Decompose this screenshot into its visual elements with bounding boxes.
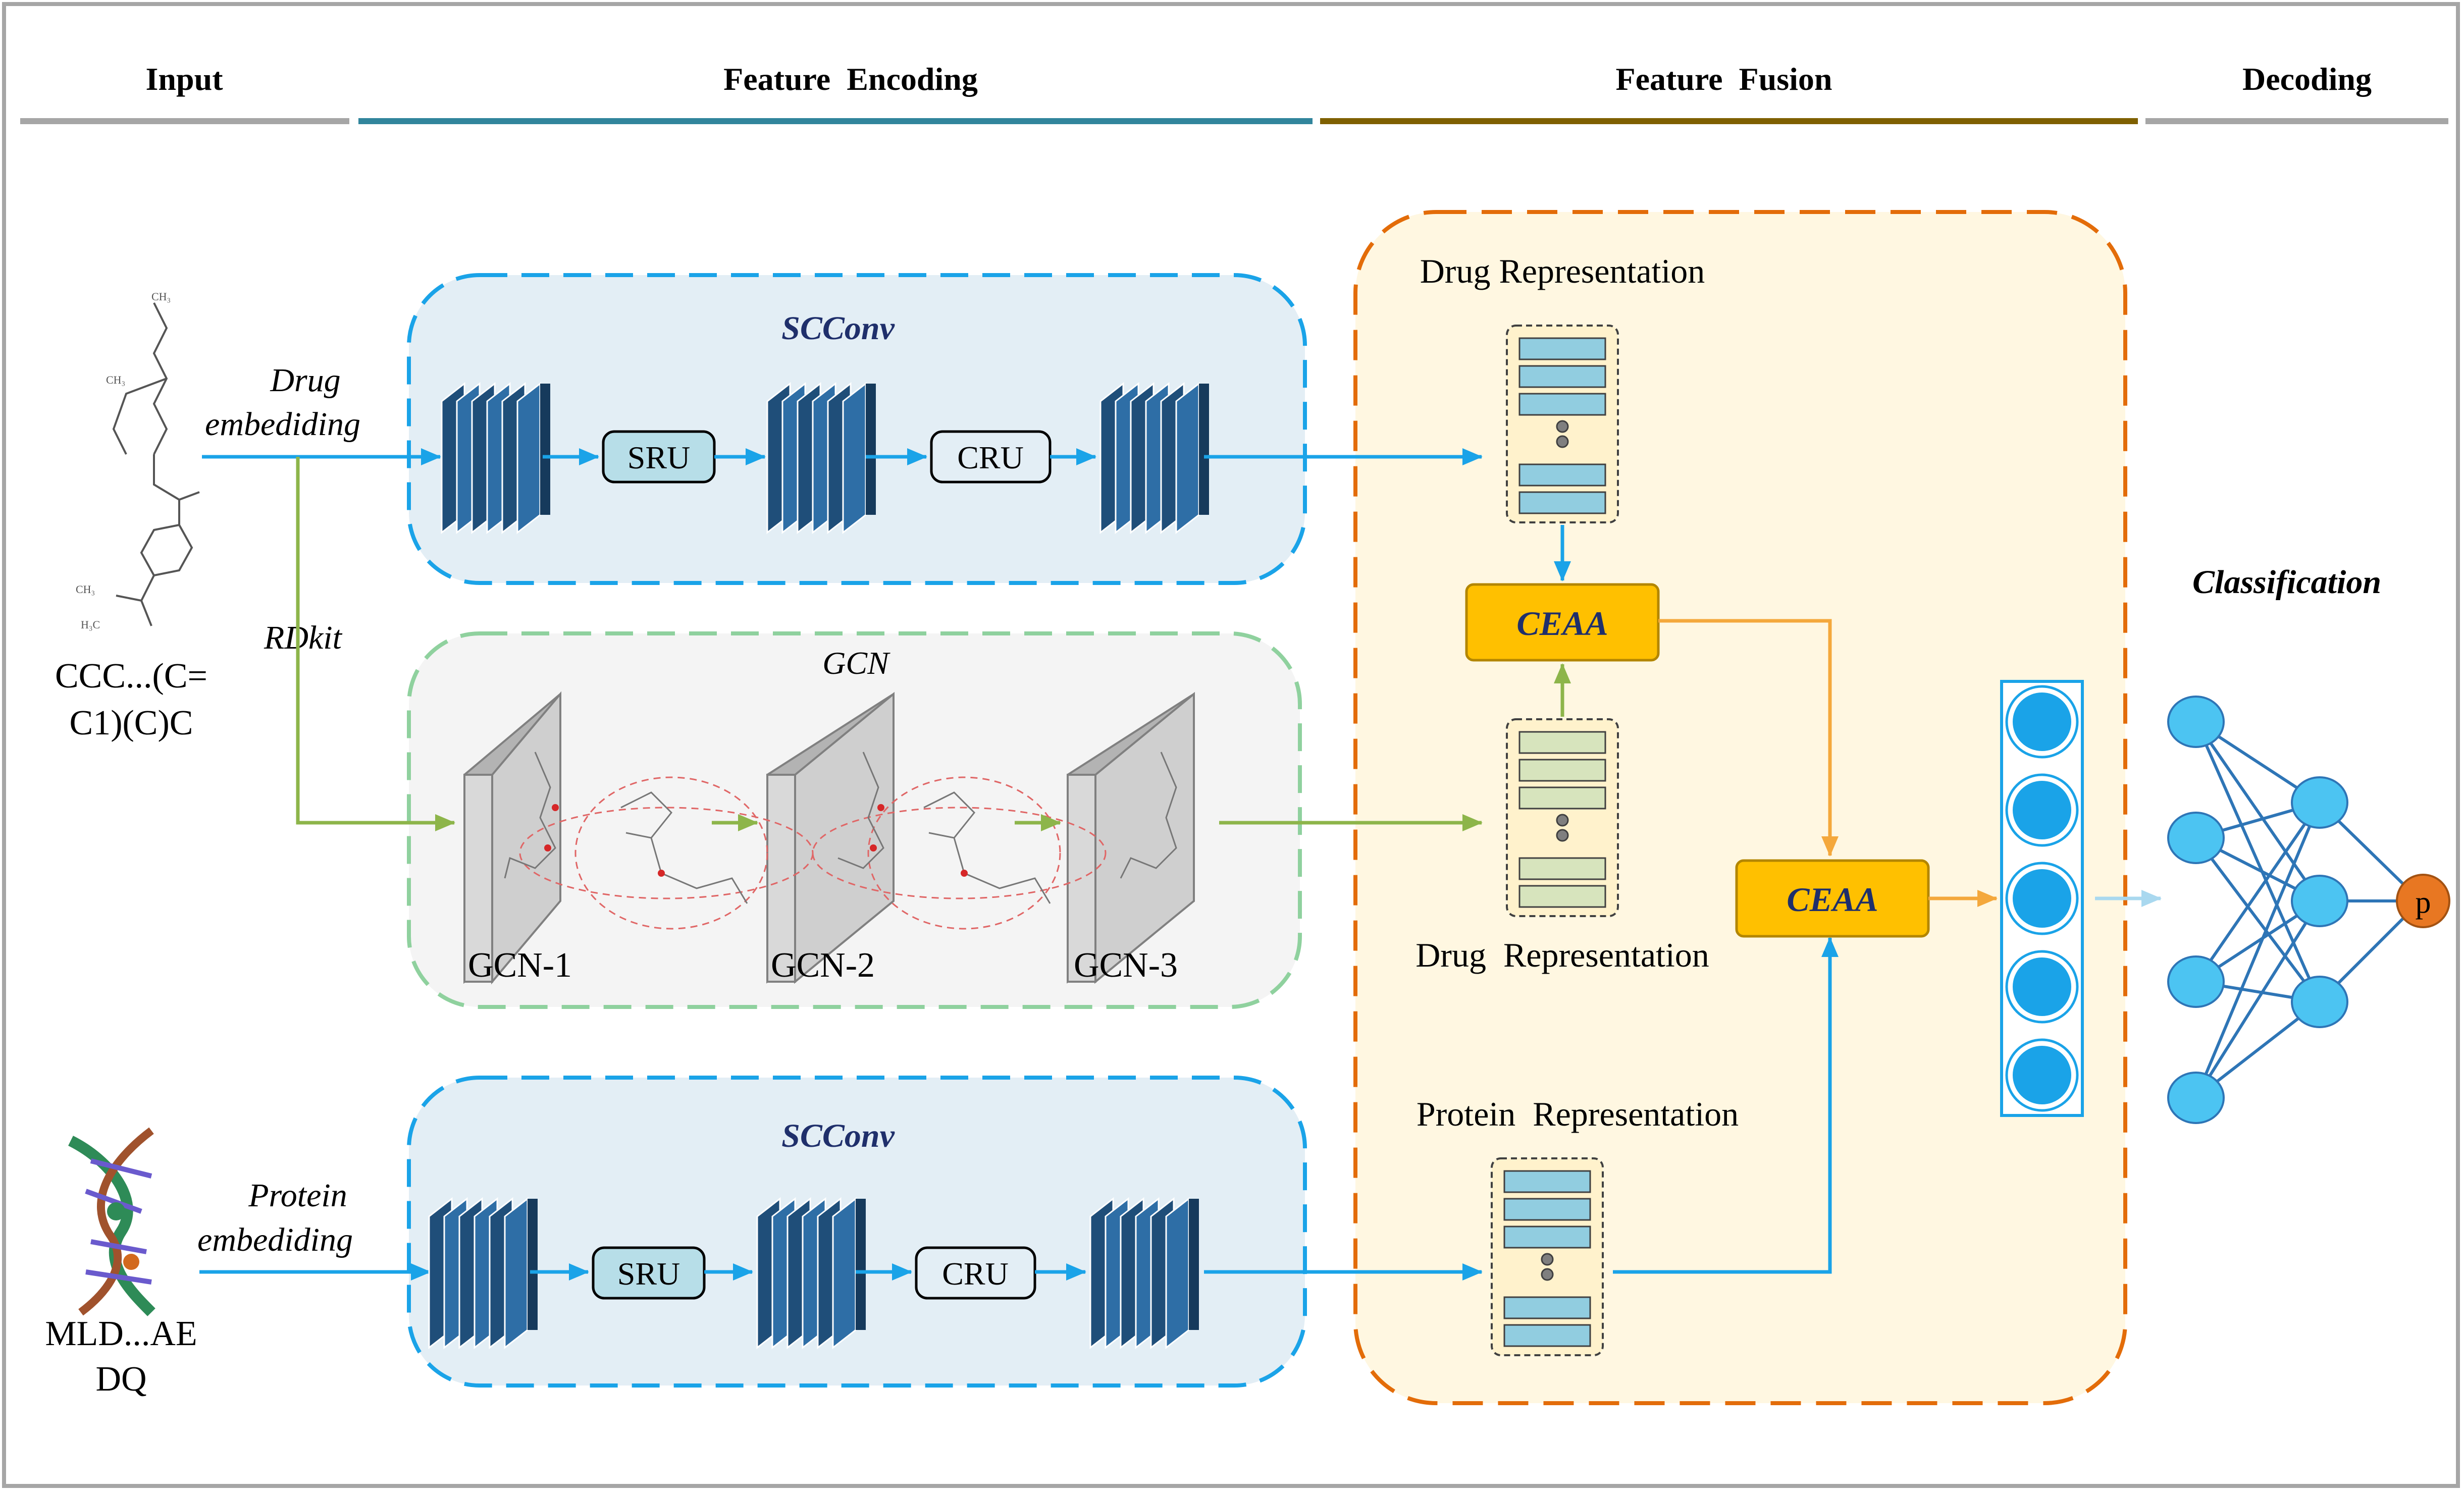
feature-map-slab: [842, 382, 867, 535]
vector-element: [1503, 1198, 1591, 1221]
sequence-line-1: MLD...AE: [45, 1314, 197, 1353]
output-label: p: [2416, 885, 2431, 920]
cru-label-bottom: CRU: [942, 1256, 1009, 1292]
protein-representation-vector: [1491, 1157, 1604, 1356]
protein-embedding-label-1: Protein: [248, 1177, 347, 1214]
classifier-input-nodes: [2167, 696, 2225, 1124]
arrow-protein-to-ceaa: [1613, 937, 1839, 1274]
feature-map-slab: [516, 382, 541, 535]
output-node: [2396, 874, 2450, 928]
vector-ellipsis-dot: [1556, 814, 1569, 827]
feature-map-stack-1: [441, 382, 550, 535]
header-feature-encoding: Feature Encoding: [723, 61, 978, 97]
fused-vector-nodes: [2005, 685, 2079, 1112]
scconv-protein-title: SCConv: [781, 1117, 895, 1154]
feature-map-edge: [1199, 384, 1209, 515]
header-feature-fusion: Feature Fusion: [1615, 61, 1832, 97]
rdkit-label: RDkit: [264, 619, 343, 656]
feature-map-edge: [866, 384, 876, 515]
svg-text:CH₃: CH₃: [76, 583, 95, 596]
cru-label-top: CRU: [957, 440, 1024, 475]
drug-molecule-image: CH₃ CH₃ CH₃ H₃C: [76, 290, 200, 631]
header-decoding: Decoding: [2242, 61, 2372, 97]
scconv-drug-title: SCConv: [781, 310, 895, 347]
protein-representation-label: Protein Representation: [1417, 1095, 1739, 1133]
svg-text:CH₃: CH₃: [151, 290, 171, 303]
vector-element: [1518, 857, 1606, 880]
feature-map-stack-2: [766, 382, 876, 535]
feature-map-edge: [528, 1199, 538, 1330]
vector-element: [1503, 1225, 1591, 1249]
drug-representation-bottom-label: Drug Representation: [1416, 936, 1709, 974]
protein-structure-image: [68, 1127, 155, 1316]
vector-element: [1518, 786, 1606, 810]
gcn-layer-2-label: GCN-2: [771, 946, 875, 985]
gcn-layer-3: [1067, 691, 1195, 984]
gcn-molecule-sketches: [504, 752, 1177, 904]
feature-map-edge: [856, 1199, 866, 1330]
vector-ellipsis-dot: [1541, 1253, 1554, 1266]
feature-map-stack-4: [428, 1197, 538, 1350]
feature-map-stack-6: [1089, 1197, 1199, 1350]
vector-element: [1503, 1324, 1591, 1347]
feature-map-edge: [540, 384, 550, 515]
gcn-layer-3-label: GCN-3: [1074, 946, 1178, 985]
feature-map-edge: [1189, 1199, 1199, 1330]
sru-label-bottom: SRU: [617, 1256, 680, 1292]
protein-embedding-label-2: embediding: [197, 1221, 353, 1258]
header-input: Input: [146, 61, 224, 97]
vector-element: [1518, 337, 1606, 360]
arrow-ceaa-upper-to-lower: [1658, 619, 1839, 857]
vector-ellipsis-dot: [1556, 829, 1569, 842]
smiles-line-2: C1)(C)C: [70, 704, 193, 742]
gcn-layer-1-label: GCN-1: [468, 946, 572, 985]
ceaa-upper-label: CEAA: [1516, 604, 1608, 643]
ceaa-lower-label: CEAA: [1787, 880, 1878, 919]
drug-embedding-label-2: embediding: [205, 406, 360, 443]
feature-map-slab: [832, 1197, 857, 1350]
vector-element: [1518, 365, 1606, 388]
sequence-line-2: DQ: [95, 1360, 146, 1399]
drug-embedding-label-1: Drug: [270, 362, 340, 399]
gcn-highlight-nodes: [544, 804, 968, 877]
feature-map-slab: [504, 1197, 529, 1350]
sru-label-top: SRU: [627, 440, 691, 475]
vector-element: [1518, 463, 1606, 487]
svg-text:CH₃: CH₃: [106, 374, 125, 386]
feature-map-stack-5: [756, 1197, 866, 1350]
feature-map-slab: [1165, 1197, 1190, 1350]
vector-ellipsis-dot: [1541, 1268, 1554, 1281]
vector-element: [1518, 731, 1606, 754]
gcn-layer-1: [463, 691, 561, 985]
svg-text:H₃C: H₃C: [81, 618, 100, 631]
vector-element: [1518, 393, 1606, 416]
vector-element: [1518, 885, 1606, 908]
gcn-message-passing-ellipses: [519, 776, 1107, 930]
vector-element: [1518, 491, 1606, 514]
classifier-hidden-nodes: [2291, 776, 2348, 1028]
vector-element: [1503, 1170, 1591, 1193]
drug-representation-vector-bottom: [1506, 718, 1619, 917]
classification-label: Classification: [2192, 564, 2381, 601]
drug-representation-vector-top: [1506, 325, 1619, 523]
vector-ellipsis-dot: [1556, 435, 1569, 448]
gcn-title: GCN: [822, 645, 890, 681]
rdkit-arrow: [296, 457, 455, 831]
drug-representation-top-label: Drug Representation: [1420, 252, 1705, 290]
vector-ellipsis-dot: [1556, 420, 1569, 433]
feature-map-slab: [1175, 382, 1200, 535]
feature-map-stack-3: [1099, 382, 1209, 535]
smiles-line-1: CCC...(C=: [55, 657, 207, 696]
vector-element: [1503, 1296, 1591, 1319]
vector-element: [1518, 759, 1606, 782]
